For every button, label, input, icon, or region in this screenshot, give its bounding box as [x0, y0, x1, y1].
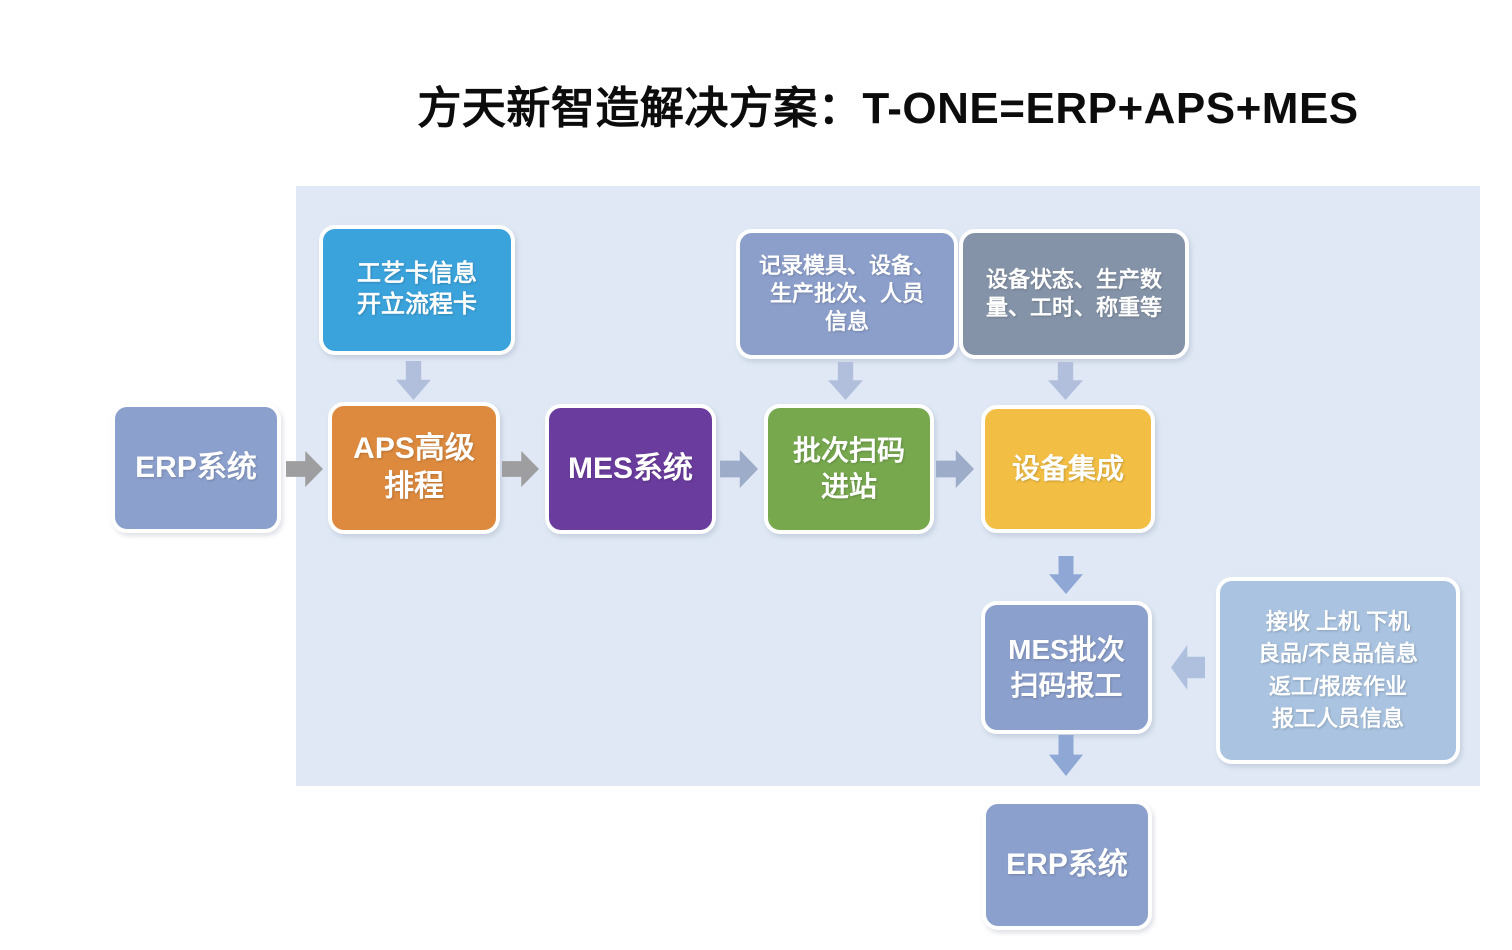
node-device-integration-label: 设备集成	[1011, 453, 1124, 485]
node-erp-source: ERP系统	[111, 403, 281, 533]
node-erp-target-label: ERP系统	[1006, 847, 1128, 881]
annotation-record-info: 记录模具、设备、 生产批次、人员 信息	[736, 229, 958, 359]
node-erp-target: ERP系统	[982, 800, 1152, 930]
node-device-integration: 设备集成	[981, 405, 1155, 533]
node-mes-label: MES系统	[567, 451, 693, 485]
annotation-report-details-label: 接收 上机 下机 良品/不良品信息 返工/报废作业 报工人员信息	[1257, 609, 1419, 731]
page-title: 方天新智造解决方案：T-ONE=ERP+APS+MES	[417, 84, 1359, 133]
node-mes-batch-report: MES批次 扫码报工	[981, 601, 1152, 734]
annotation-record-info-label: 记录模具、设备、 生产批次、人员 信息	[758, 252, 935, 335]
node-aps: APS高级 排程	[328, 402, 500, 534]
node-batch-scan-in: 批次扫码 进站	[764, 404, 934, 534]
node-batch-scan-in-label: 批次扫码 进站	[792, 435, 905, 502]
annotation-device-status: 设备状态、生产数 量、工时、称重等	[959, 229, 1189, 359]
node-mes-batch-report-label: MES批次 扫码报工	[1008, 633, 1125, 701]
annotation-report-details: 接收 上机 下机 良品/不良品信息 返工/报废作业 报工人员信息	[1216, 577, 1460, 764]
node-mes: MES系统	[545, 404, 716, 534]
annotation-craft-card: 工艺卡信息 开立流程卡	[319, 225, 515, 355]
annotation-craft-card-label: 工艺卡信息 开立流程卡	[357, 260, 477, 318]
node-erp-source-label: ERP系统	[135, 450, 257, 484]
node-aps-label: APS高级 排程	[353, 431, 475, 503]
annotation-device-status-label: 设备状态、生产数 量、工时、称重等	[985, 266, 1162, 320]
